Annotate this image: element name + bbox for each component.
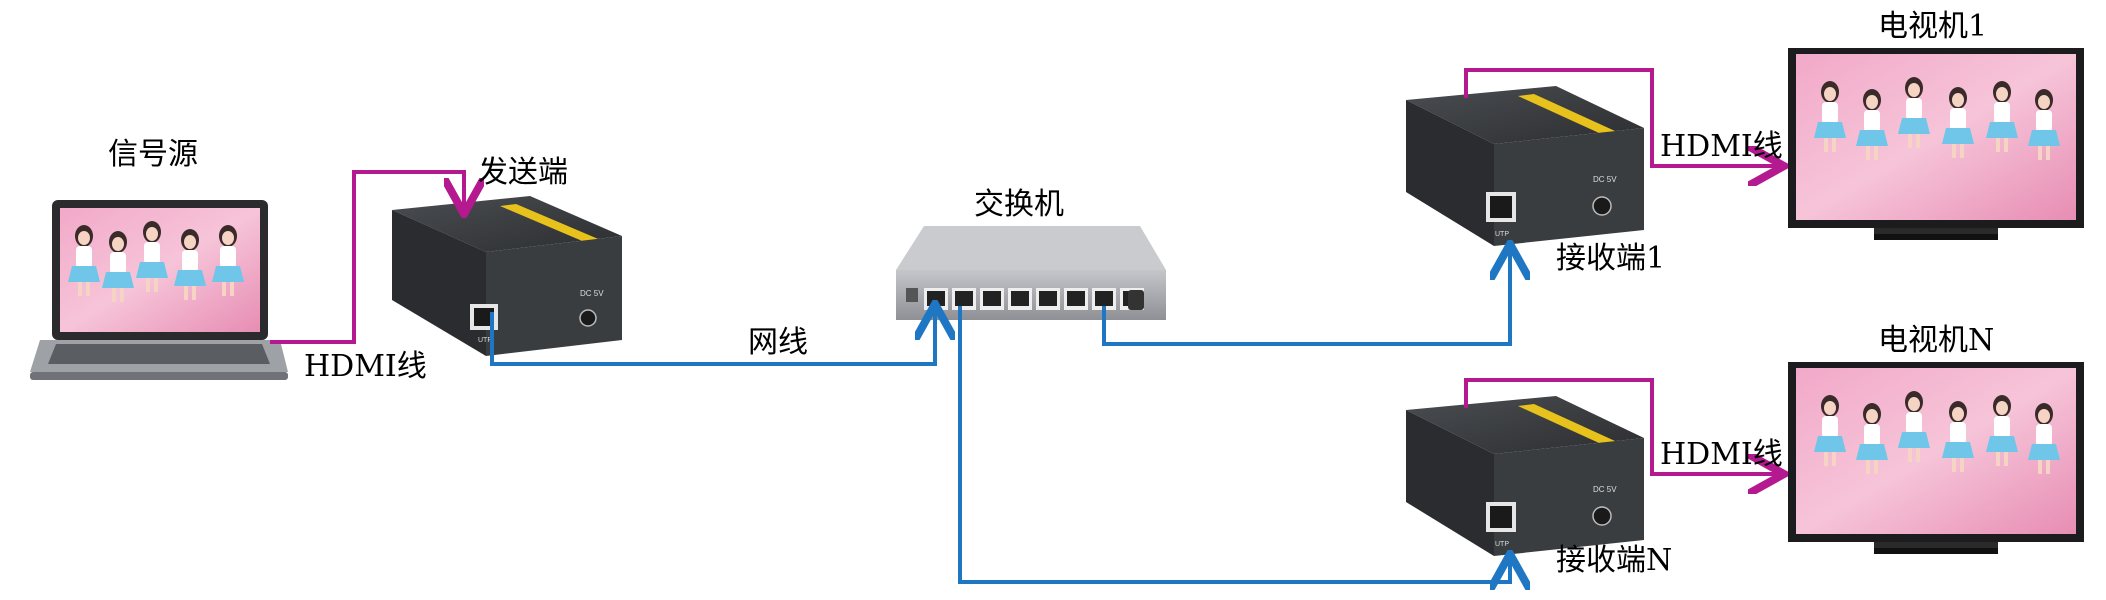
network-cable-switch-to-receiver-n: [958, 306, 1510, 582]
tv-n-label: 电视机N: [1878, 323, 1995, 358]
hdmi-cable-label-receiver-n: HDMI线: [1660, 437, 1783, 472]
receiver-n-dc-label: DC 5V: [1593, 485, 1617, 494]
sender-label: 发送端: [478, 155, 568, 190]
receiver-n-label: 接收端N: [1556, 543, 1673, 578]
hdmi-cable-label-sender: HDMI线: [304, 349, 427, 384]
switch-label: 交换机: [974, 187, 1064, 222]
hdmi-cable-label-receiver-1: HDMI线: [1660, 129, 1783, 164]
receiver-1-utp-label: UTP: [1495, 231, 1509, 238]
tv-1-label: 电视机1: [1878, 9, 1988, 44]
sender-utp-label: UTP: [478, 337, 492, 344]
sender-dc-label: DC 5V: [580, 289, 604, 298]
hdmi-extender-sender-icon: DC 5V UTP: [392, 196, 622, 356]
hdmi-extender-receiver-1-icon: DC 5V UTP: [1406, 86, 1644, 246]
television-1-icon: [1788, 48, 2084, 240]
network-switch-icon: [896, 226, 1166, 320]
hdmi-cable-receiver-n-to-tv-n: [1464, 378, 1780, 474]
hdmi-cable-source-to-sender: [270, 170, 464, 344]
receiver-1-dc-label: DC 5V: [1593, 175, 1617, 184]
hdmi-cable-receiver-1-to-tv-1: [1464, 68, 1780, 166]
receiver-1-label: 接收端1: [1556, 241, 1666, 276]
signal-source-label: 信号源: [108, 137, 198, 172]
hdmi-extender-receiver-n-icon: DC 5V UTP: [1406, 396, 1644, 556]
network-cable-switch-to-receiver-1: [1102, 248, 1510, 346]
network-cable-label: 网线: [748, 325, 808, 360]
network-cable-sender-to-switch: [490, 308, 935, 366]
television-n-icon: [1788, 362, 2084, 554]
laptop-icon: [30, 200, 288, 380]
receiver-n-utp-label: UTP: [1495, 541, 1509, 548]
